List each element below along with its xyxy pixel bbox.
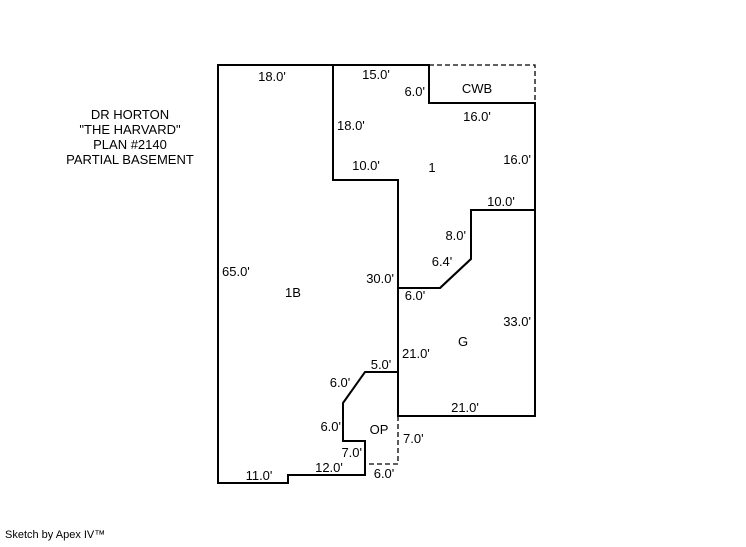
dim-right-lower: 33.0' bbox=[503, 314, 531, 329]
dim-porch-bottom: 6.0' bbox=[374, 466, 395, 481]
area-label-first-floor: 1 bbox=[428, 160, 435, 175]
title-line-plan: PLAN #2140 bbox=[93, 137, 167, 152]
dim-bottom-step-5: 5.0' bbox=[371, 357, 392, 372]
dim-top-right: 15.0' bbox=[362, 67, 390, 82]
dim-cwb-step: 6.0' bbox=[404, 84, 425, 99]
dim-garage-top: 10.0' bbox=[487, 194, 515, 209]
dim-interior-wall-10: 10.0' bbox=[352, 158, 380, 173]
outline-open-porch-dashed bbox=[365, 416, 399, 465]
dim-garage-left: 21.0' bbox=[402, 346, 430, 361]
dim-top-left: 18.0' bbox=[258, 69, 286, 84]
dim-garage-diagonal: 6.4' bbox=[432, 254, 453, 269]
sketch-credit: Sketch by Apex IV™ bbox=[5, 529, 105, 541]
title-block: DR HORTON "THE HARVARD" PLAN #2140 PARTI… bbox=[66, 107, 194, 167]
area-label-1b: 1B bbox=[285, 285, 301, 300]
dim-left-side: 65.0' bbox=[222, 264, 250, 279]
area-label-cwb: CWB bbox=[462, 81, 492, 96]
dim-garage-step-8: 8.0' bbox=[445, 228, 466, 243]
title-line-builder: DR HORTON bbox=[91, 107, 169, 122]
dim-porch-right: 7.0' bbox=[403, 431, 424, 446]
dim-bottom-step-7: 7.0' bbox=[341, 445, 362, 460]
outline-garage bbox=[397, 209, 536, 417]
area-label-open-porch: OP bbox=[370, 422, 389, 437]
dim-bottom-step-6: 6.0' bbox=[320, 419, 341, 434]
dim-interior-wall-30: 30.0' bbox=[366, 271, 394, 286]
dim-cwb-bottom: 16.0' bbox=[463, 109, 491, 124]
dim-garage-step-6: 6.0' bbox=[405, 288, 426, 303]
dim-bottom-12: 12.0' bbox=[315, 460, 343, 475]
title-line-basement: PARTIAL BASEMENT bbox=[66, 152, 194, 167]
dim-interior-wall-18: 18.0' bbox=[337, 118, 365, 133]
dim-bottom-diagonal: 6.0' bbox=[330, 375, 351, 390]
dim-garage-bottom: 21.0' bbox=[451, 400, 479, 415]
dim-right-upper: 16.0' bbox=[503, 152, 531, 167]
title-line-model: "THE HARVARD" bbox=[79, 122, 181, 137]
outline-cwb-dashed bbox=[429, 64, 536, 103]
dim-bottom-11: 11.0' bbox=[246, 468, 273, 483]
area-label-garage: G bbox=[458, 334, 468, 349]
